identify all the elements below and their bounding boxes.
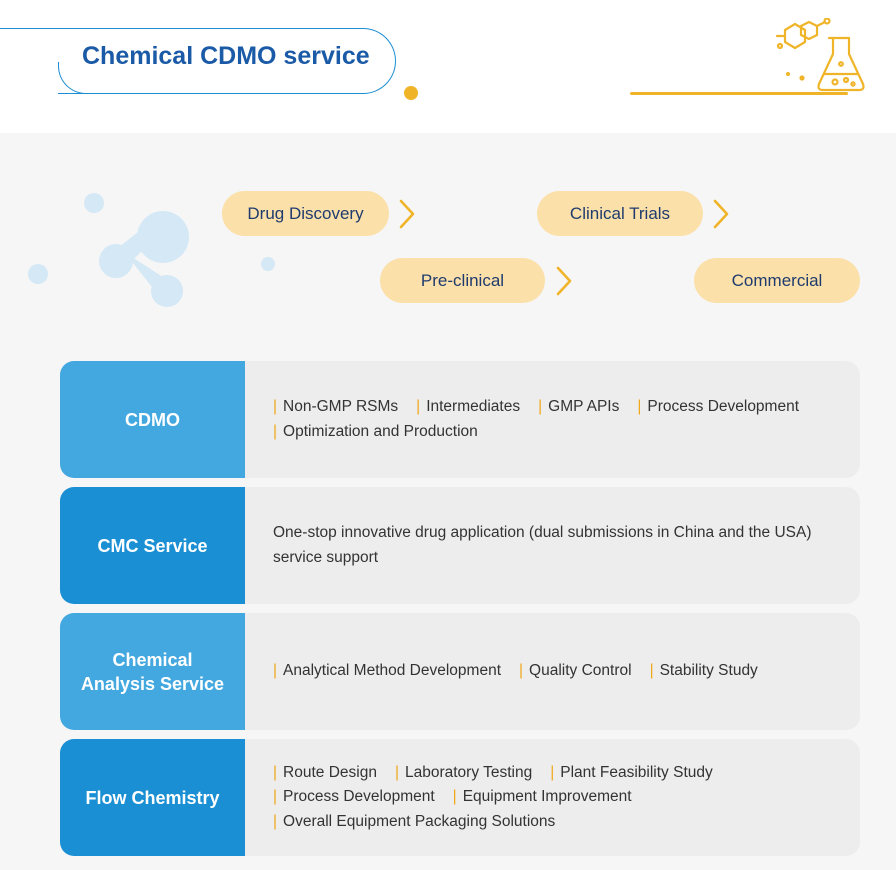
page-title: Chemical CDMO service [82,42,370,70]
service-label: CMC Service [60,487,245,604]
service-label: Flow Chemistry [60,739,245,856]
title-frame [0,27,396,94]
tag-item: |Stability Study [649,662,758,680]
service-description: service support [273,548,379,566]
service-row-flow-chemistry: Flow Chemistry |Route Design |Laboratory … [60,739,860,856]
tag-item: |Route Design [273,763,377,781]
service-label: CDMO [60,361,245,478]
chevron-right-icon [399,199,415,229]
tag-item: |Equipment Improvement [452,788,632,806]
tag-line: |Analytical Method Development |Quality C… [273,659,853,684]
tag-item: |Analytical Method Development [273,662,502,680]
tag-item: |Process Development [637,398,800,415]
flask-molecule-icon [775,18,865,92]
chevron-right-icon [713,199,729,229]
service-body: |Non-GMP RSMs |Intermediates |GMP APIs |Pro… [273,361,853,478]
tag-item: |Laboratory Testing [394,763,533,781]
tag-item: |Quality Control [519,662,632,680]
tag-item: |GMP APIs [538,398,620,415]
stage-clinical-trials: Clinical Trials [537,191,703,236]
tag-item: |Overall Equipment Packaging Solutions [273,812,556,830]
tag-line: |Optimization and Production [273,420,853,445]
stage-commercial: Commercial [694,258,860,303]
tag-line: |Non-GMP RSMs |Intermediates |GMP APIs |Pro… [273,395,853,420]
molecule-decoration-icon [28,193,189,307]
tag-line: |Overall Equipment Packaging Solutions [273,810,853,835]
tag-item: |Process Development [273,788,435,806]
service-row-cdmo: CDMO |Non-GMP RSMs |Intermediates |GMP API… [60,361,860,478]
tag-item: |Plant Feasibility Study [550,763,713,781]
small-dot-decoration [261,257,275,271]
tag-line: |Route Design |Laboratory Testing |Plant F… [273,761,853,786]
tag-item: |Optimization and Production [273,422,478,440]
tag-item: |Intermediates [416,398,521,415]
service-body: |Route Design |Laboratory Testing |Plant F… [273,739,853,856]
tag-line: |Process Development |Equipment Improveme… [273,785,853,810]
stage-drug-discovery: Drug Discovery [222,191,389,236]
service-description: One-stop innovative drug application (du… [273,524,812,541]
tag-item: |Non-GMP RSMs [273,398,399,415]
service-row-cmc: CMC Service One-stop innovative drug app… [60,487,860,604]
service-body: One-stop innovative drug application (du… [273,487,858,604]
decorative-line [630,92,848,95]
stage-pre-clinical: Pre-clinical [380,258,545,303]
chevron-right-icon [556,266,572,296]
service-body: |Analytical Method Development |Quality C… [273,613,853,730]
decorative-dot [404,86,418,100]
page-header: Chemical CDMO service [0,0,896,133]
